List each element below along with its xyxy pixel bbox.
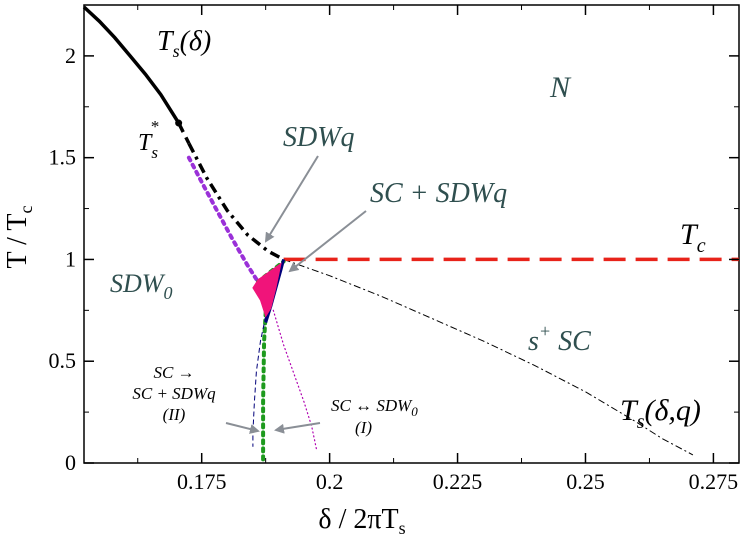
y-tick-label: 2 [65, 43, 76, 68]
note-ii-line3: (II) [163, 405, 186, 424]
label-tc: Tc [680, 218, 706, 257]
label-ts-delta-q: Ts(δ,q) [620, 394, 701, 433]
x-tick-label: 0.175 [177, 469, 227, 494]
ts-star-point [175, 119, 183, 127]
plot-frame [83, 4, 740, 464]
x-tick-label: 0.2 [316, 469, 344, 494]
series-filled-magenta-11 [252, 262, 282, 318]
label-ts-delta: Ts(δ) [157, 26, 211, 61]
arrow-sdwq [264, 155, 319, 243]
series-dashdot-black-2 [187, 142, 285, 261]
series-dashed-black-1 [177, 122, 191, 145]
note-ii-line1: SC → [153, 363, 194, 382]
y-axis-title: T / Tc [2, 206, 36, 269]
y-tick-label: 1 [65, 246, 76, 271]
arrow-note-ii [225, 422, 260, 434]
y-tick-label: 1.5 [49, 145, 77, 170]
x-tick-label: 0.275 [689, 469, 739, 494]
ticks-layer: 0.175 0.2 0.225 0.25 0.275 0 0.5 1 1.5 2 [49, 5, 739, 494]
series-thin-dotted-magenta-9 [272, 309, 318, 452]
x-tick-label: 0.225 [433, 469, 483, 494]
note-i-line1: SC ↔ SDW0 [331, 396, 418, 419]
series-dotted-purple-5 [186, 155, 260, 284]
label-sc-sdwq: SC + SDWq [370, 178, 507, 209]
series-thin-dashdot-black-3 [283, 258, 694, 456]
label-sdwq: SDWq [283, 122, 355, 153]
arrow-note-i [274, 422, 321, 434]
label-s-plus-sc: s+ SC [528, 321, 591, 357]
series-solid-black-0 [82, 5, 181, 125]
note-i-line2: (I) [355, 418, 372, 437]
y-tick-label: 0 [65, 450, 76, 475]
label-ts-star: Ts* [138, 117, 159, 162]
arrow-sc-sdwq [288, 210, 367, 273]
x-axis-title: δ / 2πTs [318, 504, 405, 536]
label-sdw0: SDW0 [110, 269, 172, 303]
series-dotted-green-7 [261, 310, 268, 465]
series-layer [82, 5, 739, 465]
label-n-region: N [549, 71, 572, 104]
series-thin-dashed-navy-8 [252, 316, 267, 447]
x-tick-label: 0.25 [566, 469, 605, 494]
y-tick-label: 0.5 [49, 348, 77, 373]
note-ii-line2: SC + SDWq [132, 384, 216, 403]
